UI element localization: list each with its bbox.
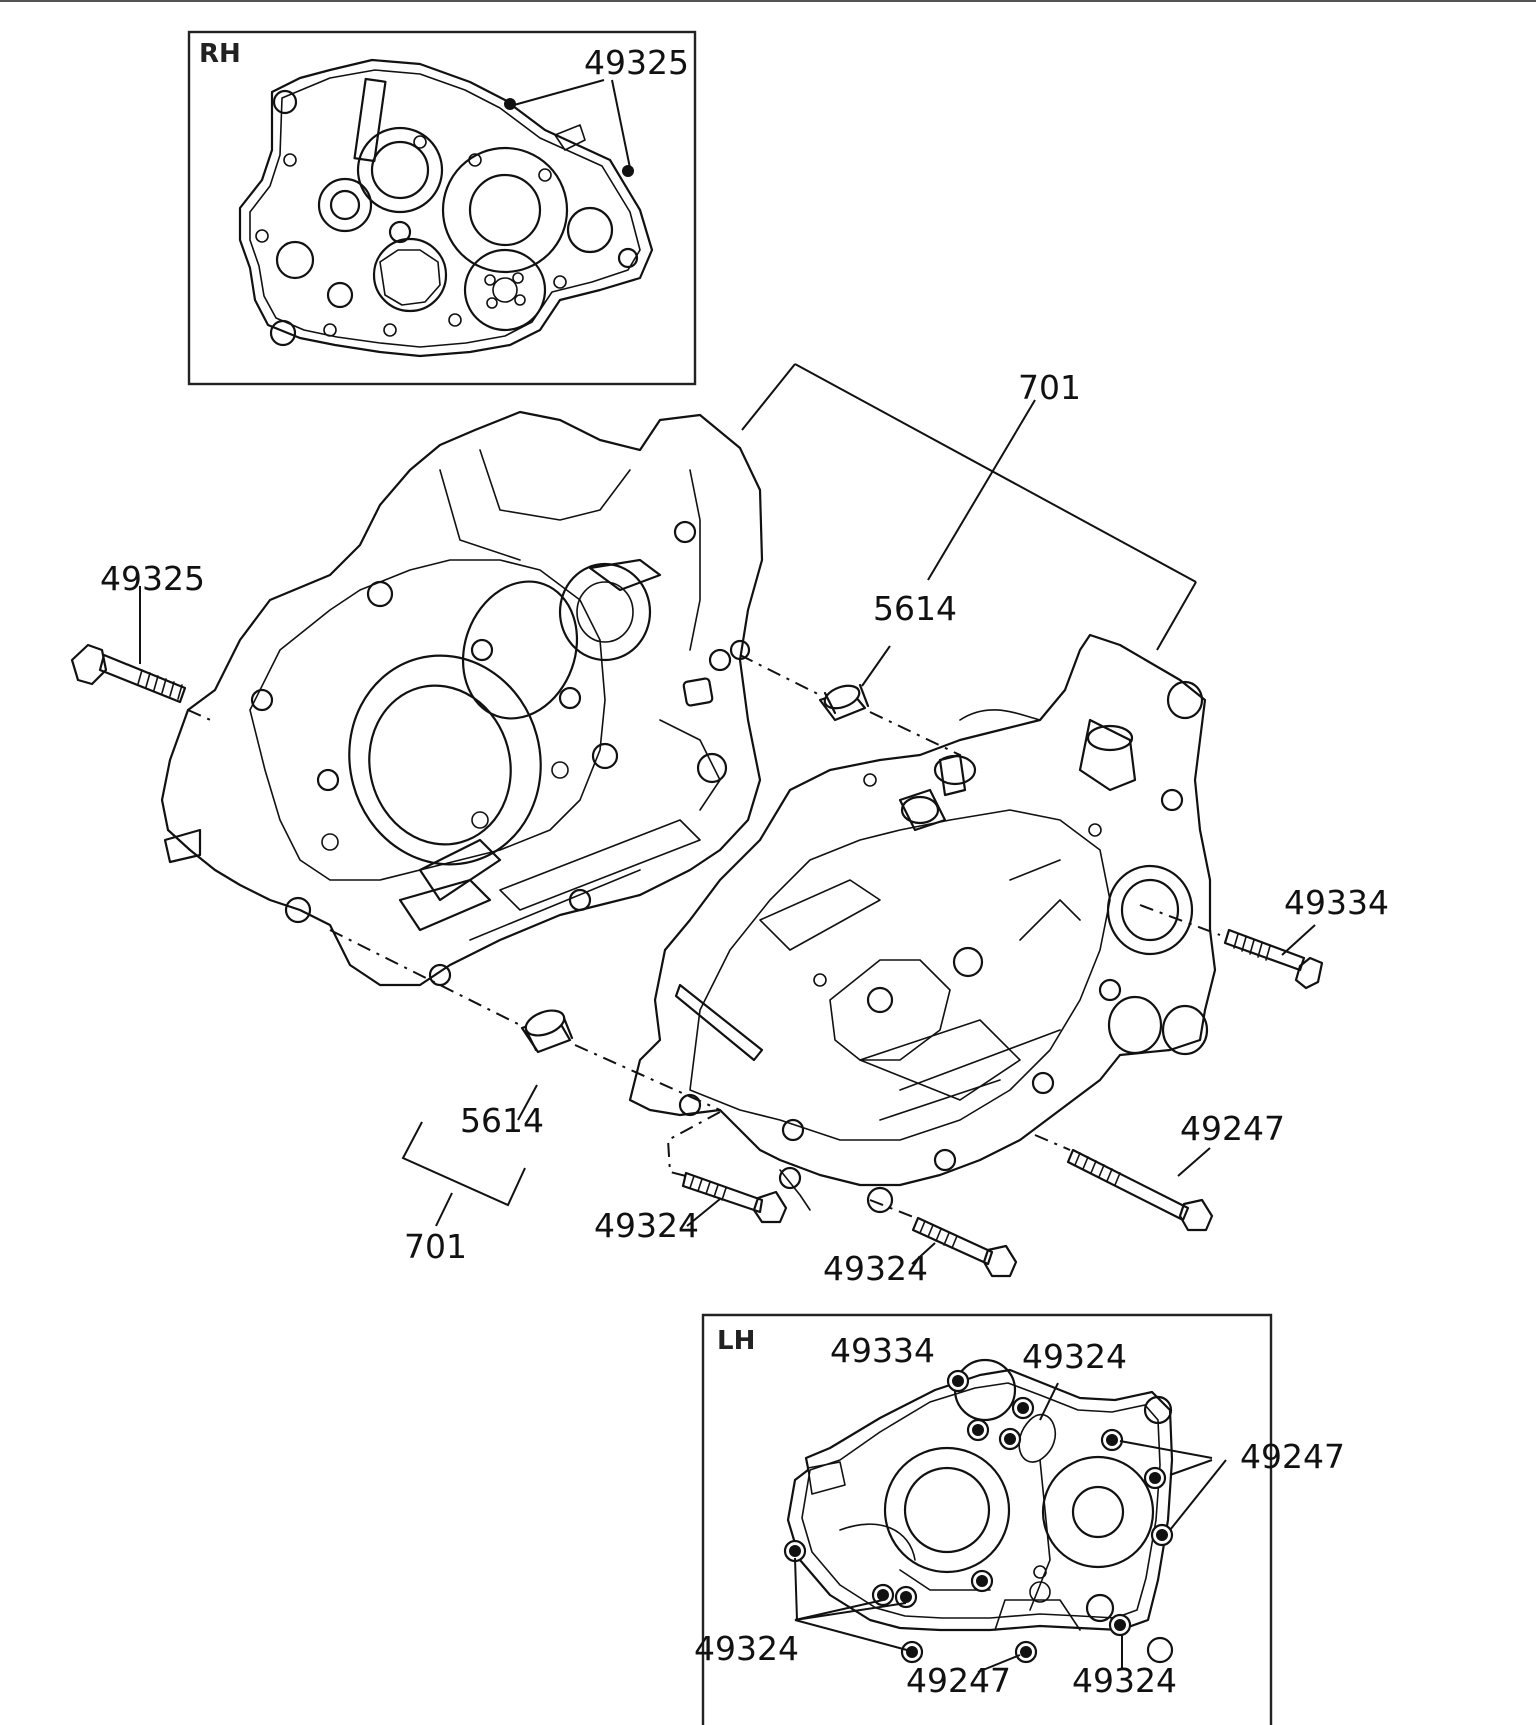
assembly-bracket-top <box>741 363 1197 651</box>
dowel-pin-top <box>818 683 870 722</box>
assembly-bracket-bottom <box>401 1121 526 1227</box>
callout-49324-middle: 49324 <box>823 1249 928 1288</box>
inset-rh-label: RH <box>199 39 241 69</box>
leader-5614-bottom <box>517 1084 538 1121</box>
inset-rh: RH <box>187 30 697 386</box>
inset-lh-callout-49324-top: 49324 <box>1022 1337 1127 1376</box>
inset-rh-leader <box>513 79 605 106</box>
crankcase-left-half <box>628 633 1217 1214</box>
inset-lh-callout-49247-bottom: 49247 <box>906 1661 1011 1700</box>
axis-line <box>869 1199 917 1219</box>
callout-5614-bottom: 5614 <box>460 1101 544 1140</box>
inset-lh: LH <box>694 1313 1345 1725</box>
callout-701-bottom: 701 <box>404 1227 467 1266</box>
top-border <box>0 0 1536 2</box>
axis-line <box>574 1044 721 1111</box>
inset-lh-label: LH <box>717 1326 755 1356</box>
callout-49325-main: 49325 <box>100 559 205 598</box>
axis-line <box>1034 1134 1071 1151</box>
leader-5614-top <box>861 645 891 687</box>
inset-rh-bolt-hole-marker <box>622 165 634 177</box>
callout-49324-left: 49324 <box>594 1206 699 1245</box>
axis-line <box>739 654 821 696</box>
inset-rh-crankcase-drawing <box>238 58 654 358</box>
axis-line <box>187 709 216 723</box>
inset-lh-frame <box>701 1313 1273 1725</box>
callout-49334-main: 49334 <box>1284 883 1389 922</box>
leader-49324-mid <box>911 1242 936 1265</box>
inset-lh-bolt-hole-markers <box>783 1369 1174 1664</box>
bolt-49247-main <box>1066 1148 1214 1232</box>
inset-lh-crankcase-drawing <box>786 1358 1174 1664</box>
leader-49247 <box>1177 1147 1211 1177</box>
callout-5614-top: 5614 <box>873 589 957 628</box>
bolt-49334-main <box>1223 928 1324 990</box>
bolt-49324-left <box>674 983 788 1224</box>
inset-lh-callout-49334: 49334 <box>830 1331 935 1370</box>
leader-49324-left <box>686 1198 721 1227</box>
inset-lh-callout-49324-left: 49324 <box>694 1629 799 1668</box>
bolt-49324-middle <box>911 1216 1018 1278</box>
dowel-pin-bottom <box>520 1009 574 1054</box>
axis-line <box>1139 904 1221 936</box>
inset-rh-callout-49325: 49325 <box>584 43 689 82</box>
inset-lh-callout-49247-right: 49247 <box>1240 1437 1345 1476</box>
callout-701-top: 701 <box>1018 368 1081 407</box>
axis-line <box>329 929 521 1026</box>
axis-line <box>666 1111 721 1177</box>
inset-lh-callout-49324-bottom: 49324 <box>1072 1661 1177 1700</box>
bolt-49325-main <box>70 643 187 704</box>
inset-rh-bolt-hole-marker <box>504 98 516 110</box>
leader-49334 <box>1281 924 1316 956</box>
inset-rh-leader <box>611 79 631 169</box>
inset-rh-frame <box>187 30 697 386</box>
callout-49247-main: 49247 <box>1180 1109 1285 1148</box>
axis-line <box>869 711 961 756</box>
crankcase-right-half <box>160 410 764 987</box>
